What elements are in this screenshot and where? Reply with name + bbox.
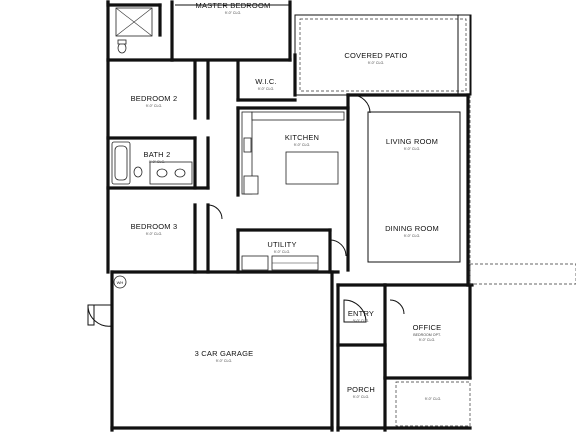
room-dim: 9'-0" CLG. — [146, 232, 163, 236]
room-bedroom3: BEDROOM 3 9'-0" CLG. — [131, 222, 178, 236]
room-dim: 9'-0" CLG. — [404, 234, 421, 238]
room-covered-patio: COVERED PATIO 9'-0" CLG. — [344, 51, 407, 65]
room-front-patio: 9'-0" CLG. — [425, 397, 442, 401]
water-heater-label: WH — [117, 280, 124, 285]
room-dim: 9'-0" CLG. — [425, 397, 442, 401]
kitchen-fixtures — [241, 111, 345, 195]
room-label: 3 CAR GARAGE — [195, 349, 254, 358]
room-wic: W.I.C. 9'-0" CLG. — [255, 77, 277, 91]
roofline-dashed — [469, 263, 576, 285]
living-room-fixtures — [367, 111, 461, 263]
room-dim: 9'-0" CLG. — [274, 250, 291, 254]
room-dim: 9'-0" CLG. — [294, 143, 311, 147]
room-utility: UTILITY 9'-0" CLG. — [267, 240, 296, 254]
room-label: W.I.C. — [255, 77, 277, 86]
room-dim: 9'-0" CLG. — [353, 319, 370, 323]
room-label: ENTRY — [348, 309, 374, 318]
room-bedroom2: BEDROOM 2 9'-0" CLG. — [131, 94, 178, 108]
exterior-walls — [106, 0, 474, 432]
room-living-room: LIVING ROOM 9'-0" CLG. — [386, 137, 438, 151]
room-dim: 9'-0" CLG. — [225, 11, 242, 15]
master-bath-fixtures — [115, 7, 153, 54]
room-label: COVERED PATIO — [344, 51, 407, 60]
room-bath2: BATH 2 9'-0" CLG. — [144, 150, 171, 164]
room-dim: 9'-0" CLG. — [258, 87, 275, 91]
utility-fixtures — [241, 255, 319, 271]
room-label: DINING ROOM — [385, 224, 439, 233]
room-label: BEDROOM 3 — [131, 222, 178, 231]
room-dim: 9'-0" CLG. — [353, 395, 370, 399]
room-dim-2: 9'-0" CLG. — [419, 338, 436, 342]
interior-walls — [106, 0, 350, 274]
room-entry: ENTRY 9'-0" CLG. — [348, 309, 374, 323]
room-garage: 3 CAR GARAGE 9'-0" CLG. — [195, 349, 254, 363]
water-heater-icon: WH — [113, 275, 127, 289]
room-master-bedroom: MASTER BEDROOM 9'-0" CLG. — [196, 1, 271, 15]
room-office: OFFICE BEDROOM OPT. 9'-0" CLG. — [413, 323, 442, 342]
room-label: BATH 2 — [144, 150, 171, 159]
room-label: PORCH — [347, 385, 375, 394]
room-label: MASTER BEDROOM — [196, 1, 271, 10]
covered-patio-outline — [294, 14, 472, 96]
room-dining-room: DINING ROOM 9'-0" CLG. — [385, 224, 439, 238]
room-dim: 9'-0" CLG. — [216, 359, 233, 363]
room-kitchen: KITCHEN 9'-0" CLG. — [285, 133, 319, 147]
front-patio-outline — [395, 381, 471, 427]
room-label: BEDROOM 2 — [131, 94, 178, 103]
room-porch: PORCH 9'-0" CLG. — [347, 385, 375, 399]
room-dim: 9'-0" CLG. — [368, 61, 385, 65]
bath2-fixtures — [111, 141, 193, 185]
room-label: OFFICE — [413, 323, 442, 332]
room-dim: BEDROOM OPT. — [413, 333, 441, 337]
room-label: LIVING ROOM — [386, 137, 438, 146]
doors — [87, 94, 405, 327]
room-dim: 9'-0" CLG. — [149, 160, 166, 164]
room-dim: 9'-0" CLG. — [146, 104, 163, 108]
room-dim: 9'-0" CLG. — [404, 147, 421, 151]
room-label: UTILITY — [267, 240, 296, 249]
room-label: KITCHEN — [285, 133, 319, 142]
